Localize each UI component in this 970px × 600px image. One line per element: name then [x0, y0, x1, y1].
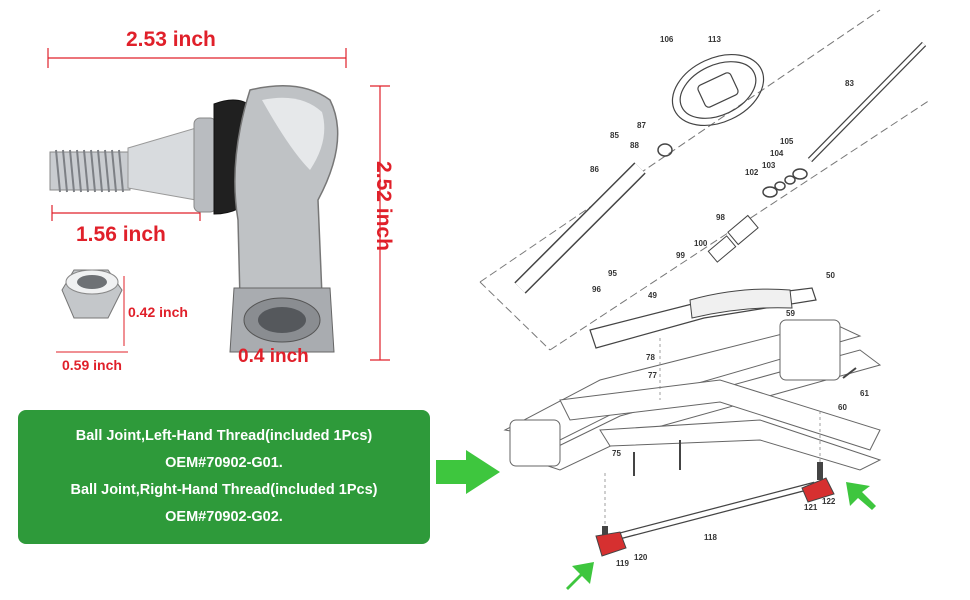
part-label-83: 83: [845, 79, 854, 88]
ball-joint-photo: [47, 48, 390, 361]
part-label-119: 119: [616, 559, 629, 568]
info-line-left-thread: Ball Joint,Left-Hand Thread(included 1Pc…: [75, 428, 373, 444]
part-label-61: 61: [860, 389, 869, 398]
info-line-oem-g02: OEM#70902-G02.: [165, 509, 283, 525]
steering-wheel: [671, 54, 765, 126]
right-ball-joint: [801, 462, 835, 503]
part-label-50: 50: [826, 271, 835, 280]
nut-height-label: 0.42 inch: [128, 304, 188, 320]
part-label-85: 85: [610, 131, 619, 140]
part-label-122: 122: [822, 497, 836, 506]
right-arrow-icon: [436, 450, 500, 494]
part-label-104: 104: [770, 149, 784, 158]
part-label-118: 118: [704, 533, 717, 542]
part-label-59: 59: [786, 309, 795, 318]
part-label-113: 113: [708, 35, 721, 44]
part-label-75: 75: [612, 449, 621, 458]
info-line-right-thread: Ball Joint,Right-Hand Thread(included 1P…: [70, 482, 378, 498]
part-label-106: 106: [660, 35, 674, 44]
pointer-arrow-icon-right: [846, 482, 876, 510]
info-box: Ball Joint,Left-Hand Thread(included 1Pc…: [18, 410, 430, 544]
part-label-77: 77: [648, 371, 657, 380]
part-label-60: 60: [838, 403, 847, 412]
part-label-96: 96: [592, 285, 601, 294]
part-label-98: 98: [716, 213, 725, 222]
part-label-103: 103: [762, 161, 776, 170]
part-label-120: 120: [634, 553, 648, 562]
pointer-arrow-icon-lower: [566, 562, 594, 590]
part-label-88: 88: [630, 141, 639, 150]
part-label-99: 99: [676, 251, 685, 260]
stud-dimension-label: 1.56 inch: [76, 223, 166, 246]
part-label-121: 121: [804, 503, 818, 512]
part-label-87: 87: [637, 121, 646, 130]
part-label-86: 86: [590, 165, 599, 174]
part-label-49: 49: [648, 291, 657, 300]
part-label-78: 78: [646, 353, 655, 362]
left-ball-joint: [595, 526, 627, 557]
length-dimension-label: 2.53 inch: [126, 28, 216, 51]
part-label-102: 102: [745, 168, 759, 177]
thread-diameter-label: 0.4 inch: [238, 346, 309, 367]
nut-width-label: 0.59 inch: [62, 357, 122, 373]
info-line-oem-g01: OEM#70902-G01.: [165, 455, 283, 471]
part-label-100: 100: [694, 239, 708, 248]
lock-nut: [61, 269, 123, 319]
part-label-105: 105: [780, 137, 794, 146]
part-label-95: 95: [608, 269, 617, 278]
